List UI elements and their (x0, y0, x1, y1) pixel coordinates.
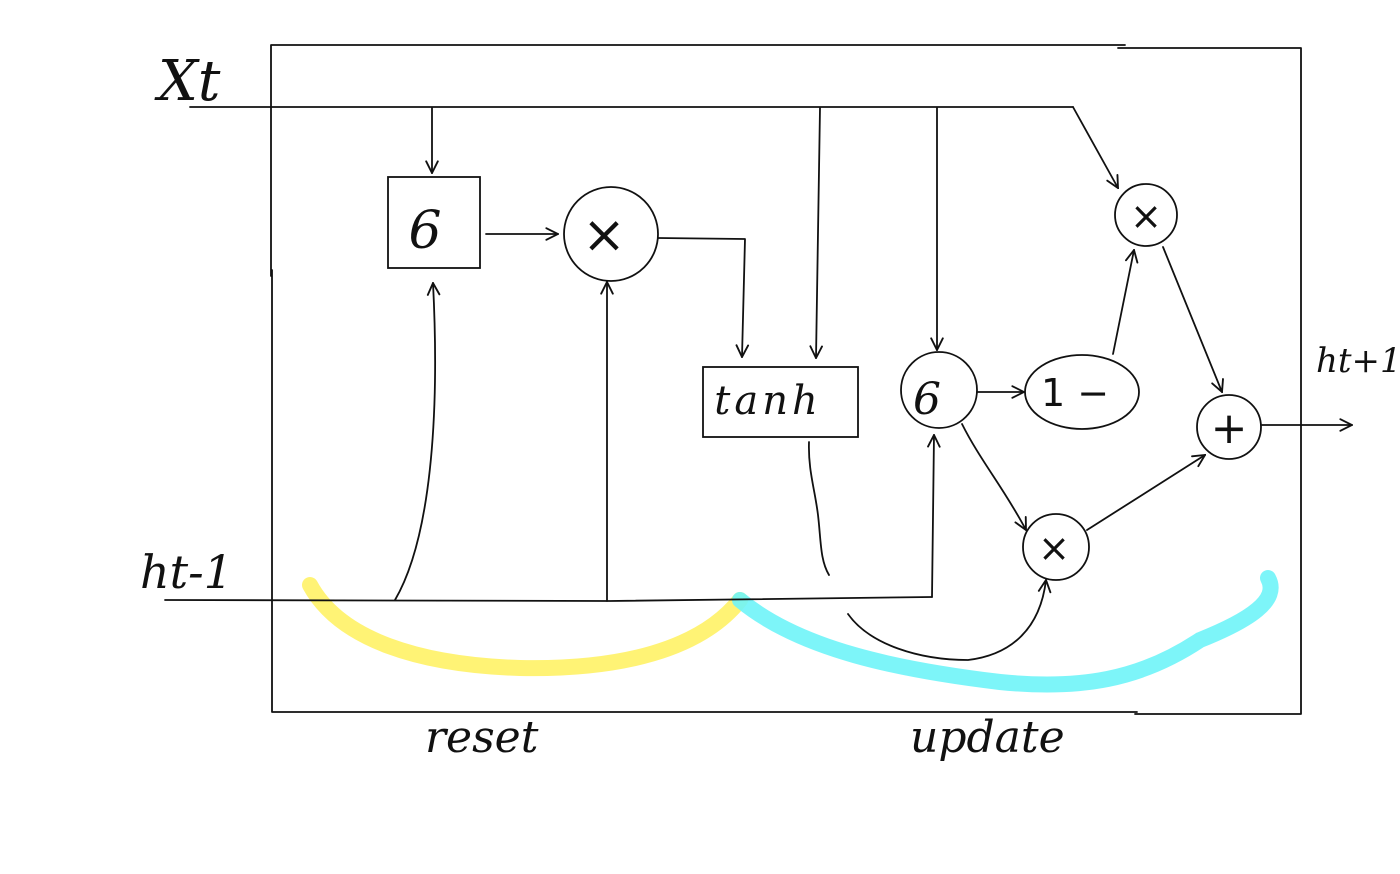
mul-bottom-to-plus (1086, 455, 1205, 531)
input-xt-label: Xt (154, 49, 221, 114)
hprev-to-sigma-reset (394, 283, 435, 601)
cell-boundary (270, 44, 1302, 715)
sigma-update-to-mul-bottom (961, 423, 1026, 530)
tanh-output (808, 441, 830, 576)
hidden-next-label: ht+1 (1316, 341, 1400, 381)
reset-label: reset (425, 712, 539, 763)
sigma-update-node (900, 351, 978, 429)
hidden-prev-label: ht-1 (140, 545, 233, 599)
one-minus-to-mul-top (1112, 250, 1134, 355)
plus-symbol: + (1211, 403, 1248, 454)
sigma-update-symbol: 6 (913, 374, 941, 425)
sigma-reset-box (387, 176, 481, 269)
hprev-to-mul-bottom (847, 580, 1046, 661)
sigma-reset-symbol: 6 (408, 201, 441, 261)
one-minus-node (1024, 354, 1140, 430)
mul-bottom-symbol: × (1038, 526, 1070, 570)
update-label: update (910, 712, 1065, 763)
update-highlight (732, 570, 1279, 693)
plus-node (1196, 394, 1262, 460)
hprev-to-sigma-update (932, 435, 934, 598)
xt-to-mul-top (1072, 106, 1118, 188)
reset-highlight (302, 577, 748, 677)
mul-reset-to-tanh (657, 237, 745, 357)
mul-top-symbol: × (1130, 194, 1162, 238)
tanh-label: tanh (714, 378, 821, 424)
hprev-line (164, 596, 933, 602)
mul-reset-node (563, 186, 659, 282)
one-minus-label: 1 − (1041, 371, 1109, 415)
tanh-box (702, 366, 859, 438)
mul-bottom-node (1022, 513, 1090, 581)
mul-reset-symbol: × (582, 205, 626, 265)
mul-top-to-plus (1162, 246, 1222, 392)
mul-top-node (1114, 183, 1178, 247)
xt-to-tanh (816, 107, 820, 358)
